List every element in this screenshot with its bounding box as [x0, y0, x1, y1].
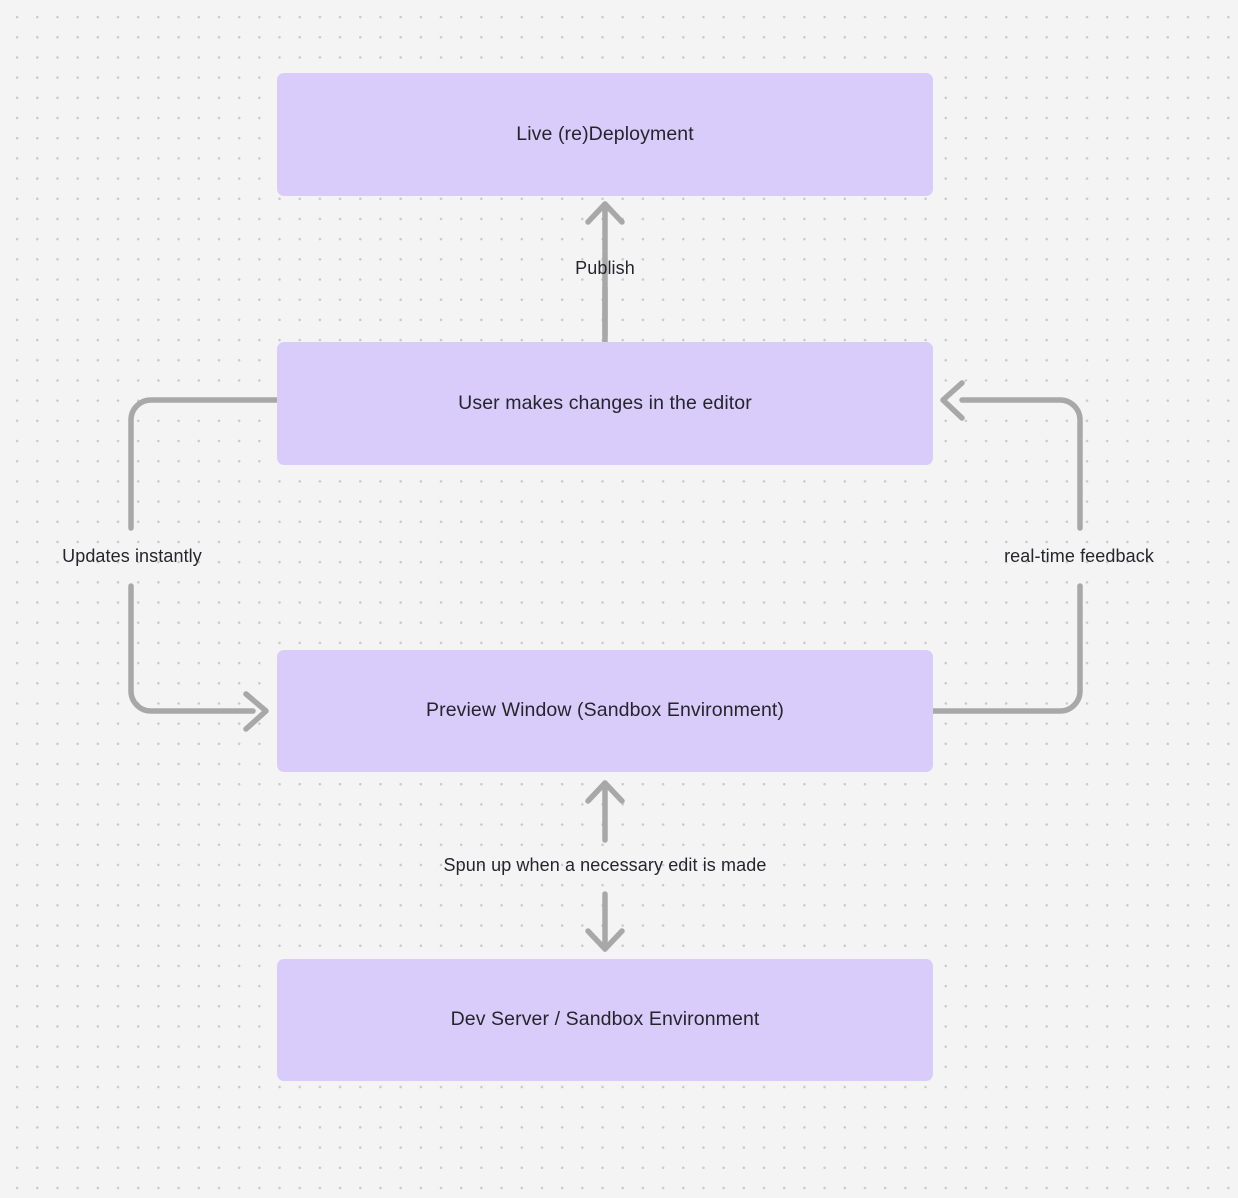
edge-label-spun-up[interactable]: Spun up when a necessary edit is made	[443, 855, 767, 876]
node-live-deployment-label: Live (re)Deployment	[516, 122, 694, 145]
node-live-deployment[interactable]: Live (re)Deployment	[277, 73, 933, 196]
edge-label-updates-instantly[interactable]: Updates instantly	[62, 546, 202, 567]
node-dev-server-label: Dev Server / Sandbox Environment	[450, 1008, 760, 1031]
node-dev-server[interactable]: Dev Server / Sandbox Environment	[277, 959, 933, 1081]
node-user-makes-changes[interactable]: User makes changes in the editor	[277, 342, 933, 465]
edge-label-real-time-feedback[interactable]: real-time feedback	[1004, 546, 1154, 567]
node-user-makes-changes-label: User makes changes in the editor	[458, 391, 752, 414]
node-preview-window[interactable]: Preview Window (Sandbox Environment)	[277, 650, 933, 772]
node-preview-window-label: Preview Window (Sandbox Environment)	[426, 699, 784, 722]
edge-label-publish[interactable]: Publish	[575, 258, 635, 279]
